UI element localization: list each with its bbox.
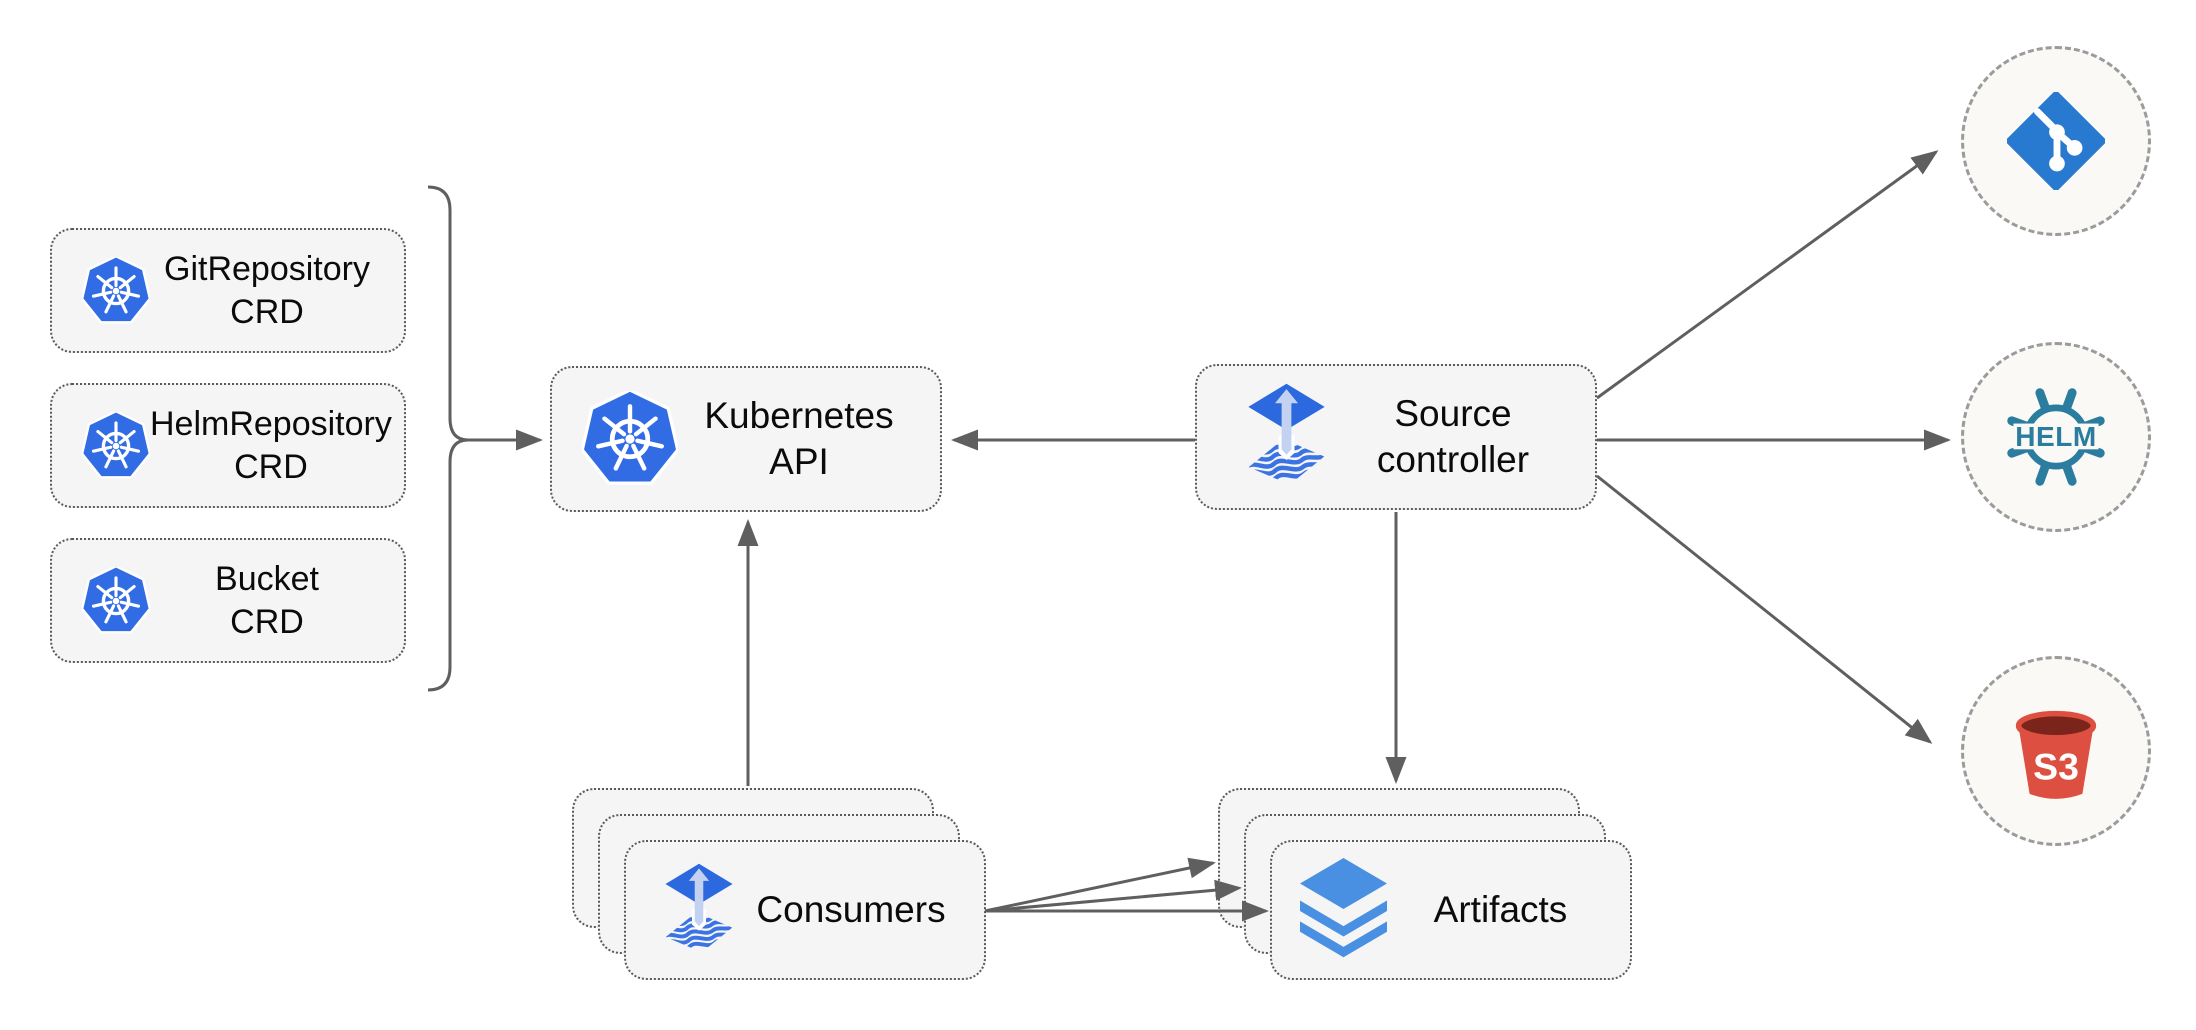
node-label-line1: Kubernetes API bbox=[704, 395, 894, 482]
flux-source-controller-icon bbox=[1242, 382, 1331, 492]
git-icon bbox=[2007, 92, 2105, 190]
node-label-line1: HelmRepository bbox=[150, 405, 392, 444]
node-bucket-crd: Bucket CRD bbox=[50, 538, 406, 663]
kubernetes-icon bbox=[82, 257, 150, 325]
node-label: Artifacts bbox=[1391, 887, 1610, 933]
flux-source-controller-icon bbox=[660, 862, 738, 959]
node-label: Kubernetes API bbox=[678, 393, 920, 485]
node-label-line2: CRD bbox=[234, 447, 308, 486]
artifacts-stack: Artifacts bbox=[1218, 788, 1634, 982]
endpoint-s3 bbox=[1961, 656, 2151, 846]
node-label-line1: Consumers bbox=[756, 889, 946, 931]
node-label-line2: CRD bbox=[230, 292, 304, 331]
crd-group-bracket bbox=[427, 185, 469, 442]
endpoint-git bbox=[1961, 46, 2151, 236]
kubernetes-icon bbox=[582, 391, 678, 487]
edge-consumers-to-artifacts-2 bbox=[984, 879, 1242, 913]
node-label: Bucket CRD bbox=[150, 558, 384, 642]
node-label: Source controller bbox=[1331, 391, 1575, 483]
node-label-line1: Bucket bbox=[215, 560, 319, 599]
node-label: HelmRepository CRD bbox=[150, 403, 392, 487]
node-label-line2: controller bbox=[1376, 439, 1530, 480]
edge-source-controller-to-git bbox=[1596, 150, 1939, 400]
node-helmrepository-crd: HelmRepository CRD bbox=[50, 383, 406, 508]
node-kubernetes-api: Kubernetes API bbox=[550, 366, 942, 512]
node-label-line1: GitRepository bbox=[164, 250, 370, 289]
crd-group-bracket bbox=[427, 438, 469, 692]
helm-icon bbox=[2000, 381, 2112, 493]
consumers-stack: Consumers bbox=[572, 788, 988, 982]
kubernetes-icon bbox=[82, 412, 150, 480]
layers-icon bbox=[1296, 858, 1391, 962]
node-label-line1: Artifacts bbox=[1433, 889, 1568, 931]
node-gitrepository-crd: GitRepository CRD bbox=[50, 228, 406, 353]
node-artifacts: Artifacts bbox=[1270, 840, 1632, 980]
edge-source-controller-to-s3 bbox=[1596, 474, 1933, 744]
node-source-controller: Source controller bbox=[1195, 364, 1597, 510]
edge-consumers-to-artifacts-1 bbox=[984, 857, 1216, 913]
endpoint-helm bbox=[1961, 342, 2151, 532]
kubernetes-icon bbox=[82, 567, 150, 635]
node-label-line2: CRD bbox=[230, 602, 304, 641]
node-label: GitRepository CRD bbox=[150, 248, 384, 332]
node-label: Consumers bbox=[738, 887, 964, 933]
node-label-line1: Source bbox=[1394, 393, 1512, 435]
node-consumers: Consumers bbox=[624, 840, 986, 980]
s3-bucket-icon bbox=[2001, 696, 2111, 806]
